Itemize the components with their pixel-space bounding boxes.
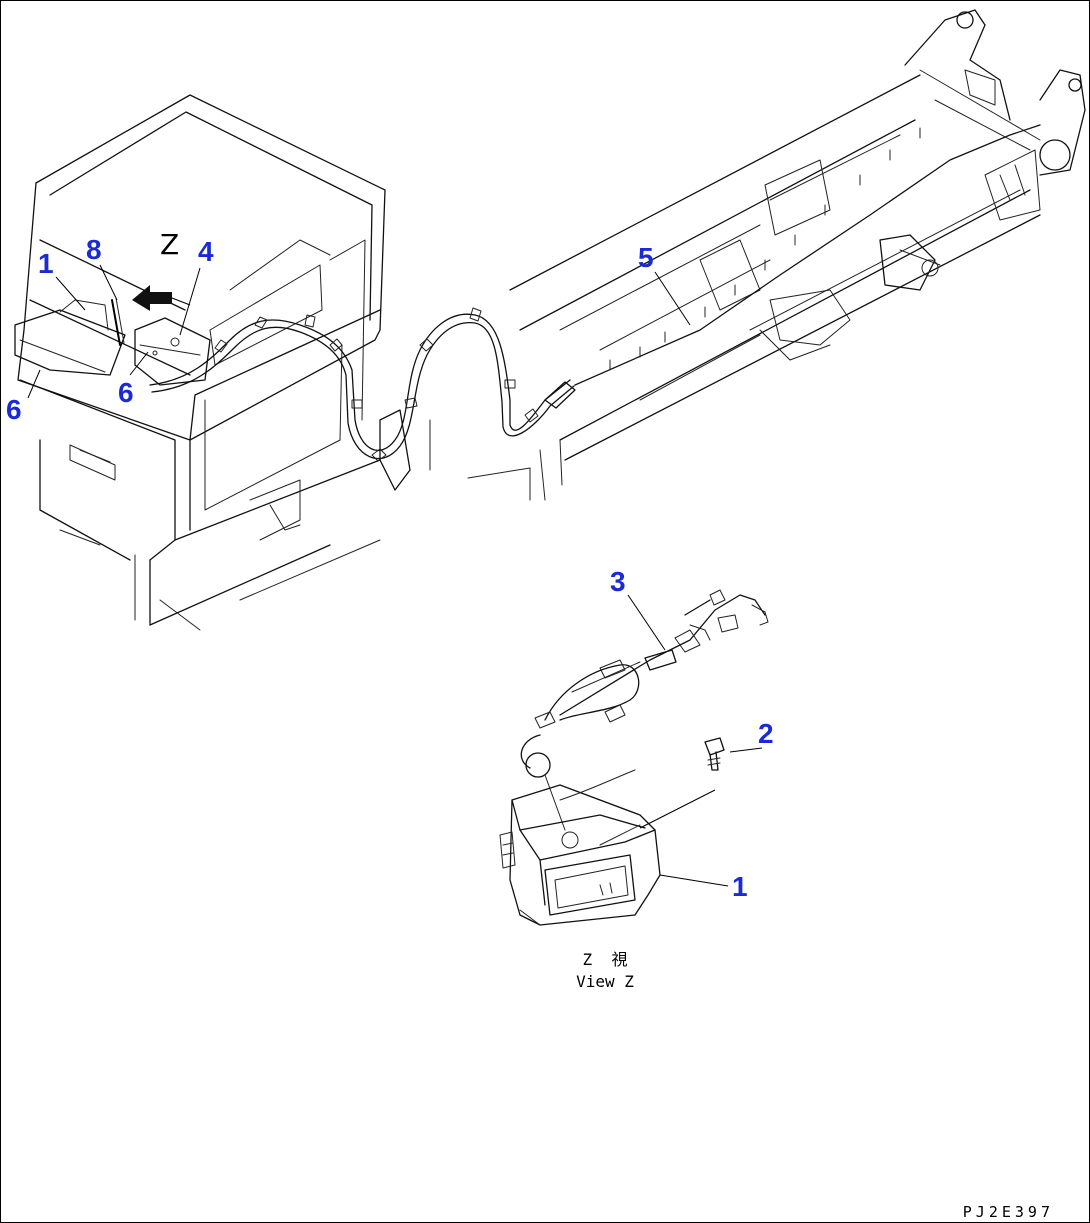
callout-1-monitor-view: 1 [732, 871, 748, 902]
callout-4: 4 [198, 236, 214, 267]
view-z-assembly [499, 589, 769, 926]
cab-body [17, 94, 386, 631]
callout-3-harness: 3 [610, 566, 626, 597]
view-caption-en: View Z [576, 972, 634, 991]
monitor-on-cab [14, 297, 211, 386]
callout-8: 8 [86, 234, 102, 265]
view-caption-jp: Z 視 [582, 950, 628, 969]
callout-6-mid: 6 [118, 377, 134, 408]
leader-lines [27, 264, 763, 887]
callout-5-harness: 5 [638, 242, 654, 273]
view-direction-arrow [132, 285, 191, 311]
callout-6-left: 6 [6, 394, 22, 425]
wiring-harness [149, 307, 576, 501]
boom-arm [509, 9, 1086, 461]
drawing-code: PJ2E397 [962, 1203, 1054, 1221]
view-z-marker: Z [160, 228, 180, 261]
callout-1-monitor-cab: 1 [38, 248, 54, 279]
callout-2-bolt: 2 [758, 718, 774, 749]
